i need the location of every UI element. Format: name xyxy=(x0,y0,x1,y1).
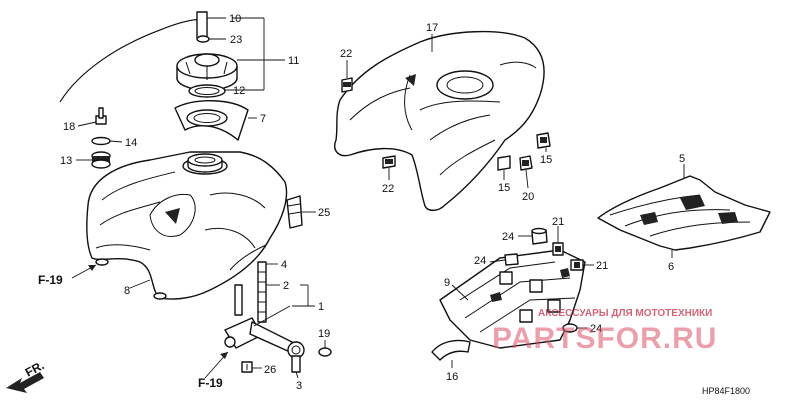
washer-14 xyxy=(91,136,111,146)
fuel-tank xyxy=(86,151,288,300)
callout-15-right: 15 xyxy=(540,154,552,166)
callout-17: 17 xyxy=(426,22,438,34)
f19-left-arrow xyxy=(71,264,97,279)
mounting-bolt xyxy=(95,107,107,125)
front-direction-icon xyxy=(6,372,44,393)
callout-22-top: 22 xyxy=(340,48,352,60)
callout-14: 14 xyxy=(125,137,137,149)
callout-2: 2 xyxy=(283,280,289,292)
callout-26: 26 xyxy=(264,364,276,376)
callout-18: 18 xyxy=(63,121,75,133)
filler-seal xyxy=(174,100,249,141)
cap-gasket xyxy=(188,84,226,98)
fuel-cap xyxy=(176,53,238,91)
callout-20: 20 xyxy=(522,191,534,203)
under-cover xyxy=(597,175,771,251)
callout-25: 25 xyxy=(318,207,330,219)
leader-lines xyxy=(76,17,685,379)
callout-13: 13 xyxy=(60,155,72,167)
tank-shroud xyxy=(334,30,545,212)
clip-22-bottom xyxy=(382,155,396,169)
lower-box xyxy=(439,249,586,349)
callout-24-bottom: 24 xyxy=(590,323,602,335)
bolt-15-right xyxy=(536,132,551,149)
callout-24-top: 24 xyxy=(502,231,514,243)
grommet-24-left xyxy=(504,253,519,266)
callout-8: 8 xyxy=(124,285,130,297)
fuel-strainer xyxy=(257,261,267,323)
clip-23 xyxy=(196,35,210,43)
callout-22-bottom: 22 xyxy=(382,183,394,195)
ref-f19-left: F-19 xyxy=(38,273,63,287)
callout-21-upper: 21 xyxy=(552,216,564,228)
tank-cushion xyxy=(286,195,303,229)
screw-26 xyxy=(241,361,253,373)
clip-20 xyxy=(519,155,533,171)
oring-19 xyxy=(318,347,332,357)
callout-numbers: 10 23 11 12 7 18 14 13 8 25 4 2 1 19 26 … xyxy=(60,13,685,392)
callout-21-lower: 21 xyxy=(596,260,608,272)
callout-15-lower: 15 xyxy=(498,182,510,194)
callout-5: 5 xyxy=(679,153,685,165)
callout-9: 9 xyxy=(444,277,450,289)
bolt-21-upper xyxy=(552,242,564,256)
ref-f19-bottom: F-19 xyxy=(198,376,223,390)
hose-fitting xyxy=(196,11,208,39)
callout-7: 7 xyxy=(260,113,266,125)
callout-12: 12 xyxy=(233,85,245,97)
fuel-valve xyxy=(224,284,305,373)
f19-bottom-arrow xyxy=(204,351,229,379)
callout-1: 1 xyxy=(318,301,324,313)
watermark-tagline: АКСЕССУАРЫ ДЛЯ МОТОТЕХНИКИ xyxy=(538,308,712,319)
watermark-brand: PARTSFOR.RU xyxy=(492,322,717,355)
callout-24-left: 24 xyxy=(474,255,486,267)
rubber-grommet xyxy=(91,151,111,169)
diagram-code: HP84F1800 xyxy=(702,386,750,396)
drain-pipe xyxy=(431,339,471,361)
clip-22-top xyxy=(341,77,353,93)
bolt-21-lower xyxy=(570,259,584,271)
callout-16: 16 xyxy=(446,371,458,383)
grommet-24-top xyxy=(531,227,548,245)
callout-11: 11 xyxy=(288,55,299,67)
callout-4: 4 xyxy=(281,259,287,271)
callout-23: 23 xyxy=(230,34,242,46)
bolt-15-lower xyxy=(497,155,511,171)
callout-6: 6 xyxy=(668,261,674,273)
callout-10: 10 xyxy=(229,13,241,25)
callout-19: 19 xyxy=(318,328,330,340)
callout-3: 3 xyxy=(296,380,302,392)
